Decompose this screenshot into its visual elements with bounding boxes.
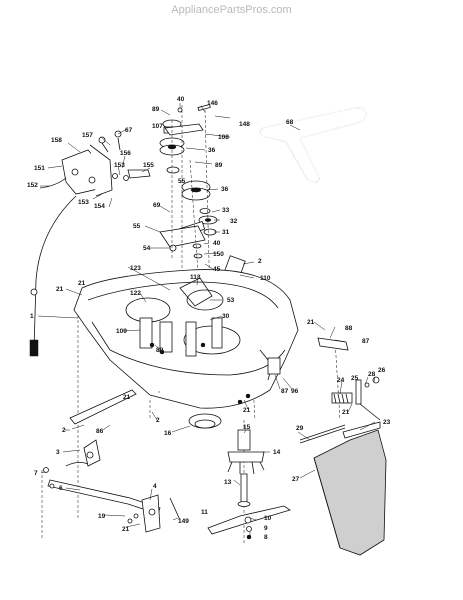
callout-55b: 55	[133, 223, 141, 230]
callout-21b: 21	[307, 319, 315, 326]
callout-30: 30	[222, 313, 230, 320]
right-bracket	[317, 337, 381, 421]
callout-21g: 21	[78, 280, 86, 287]
callout-2: 2	[258, 258, 262, 265]
callout-113: 113	[190, 274, 201, 281]
callout-123: 123	[130, 265, 141, 272]
callout-89: 89	[152, 106, 160, 113]
callout-33: 33	[222, 207, 230, 214]
callout-2c: 2	[156, 417, 160, 424]
callout-158: 158	[51, 137, 62, 144]
callout-26: 26	[378, 367, 386, 374]
callout-67: 67	[125, 127, 133, 134]
callout-28: 28	[368, 371, 376, 378]
callout-10: 10	[264, 515, 272, 522]
callout-148: 148	[239, 121, 250, 128]
callout-89c: 89	[156, 347, 164, 354]
callout-15: 15	[243, 424, 251, 431]
callout-69: 69	[153, 202, 161, 209]
spindle-blade	[188, 413, 291, 540]
callout-11: 11	[201, 509, 208, 516]
callout-153b: 153	[78, 199, 89, 206]
callout-54: 54	[143, 245, 151, 252]
callout-150: 150	[213, 251, 224, 258]
callout-45: 45	[213, 266, 221, 273]
leader-lines	[37, 103, 376, 537]
callout-21f: 21	[123, 394, 131, 401]
callout-151: 151	[34, 165, 45, 172]
callout-16: 16	[164, 430, 172, 437]
callout-87b: 87	[281, 388, 289, 395]
callout-31: 31	[222, 229, 230, 236]
callout-40b: 40	[213, 240, 221, 247]
callout-110: 110	[260, 275, 271, 282]
callout-152: 152	[27, 182, 38, 189]
idler-bracket	[29, 130, 151, 357]
callout-154: 154	[94, 203, 105, 210]
callout-13: 13	[224, 479, 232, 486]
callout-32: 32	[230, 218, 238, 225]
callout-21: 21	[56, 286, 64, 293]
callout-25: 25	[351, 375, 359, 382]
callout-23: 23	[383, 419, 391, 426]
callout-87: 87	[362, 338, 370, 345]
callout-96: 96	[291, 388, 299, 395]
callout-109: 109	[116, 328, 127, 335]
callout-86: 86	[96, 428, 104, 435]
callout-122: 122	[130, 290, 141, 297]
callout-24: 24	[337, 377, 345, 384]
callout-21e: 21	[122, 526, 130, 533]
callout-53: 53	[227, 297, 235, 304]
callout-156: 156	[120, 150, 131, 157]
callout-157: 157	[82, 132, 93, 139]
watermark: AppliancePartsPros.com	[171, 4, 292, 16]
callout-2b: 2	[62, 427, 66, 434]
callout-1: 1	[30, 313, 34, 320]
callout-55: 55	[178, 178, 186, 185]
pulley-stack	[159, 103, 246, 277]
callout-19: 19	[98, 513, 106, 520]
callout-107: 107	[152, 123, 163, 130]
callout-21c: 21	[342, 409, 350, 416]
callout-4: 4	[153, 483, 157, 490]
callout-68: 68	[286, 119, 294, 126]
callout-155: 155	[143, 162, 154, 169]
callout-27: 27	[292, 476, 300, 483]
callout-146: 146	[207, 100, 218, 107]
callout-36b: 36	[221, 186, 229, 193]
callout-40: 40	[177, 96, 185, 103]
callout-149: 149	[178, 518, 189, 525]
callout-3: 3	[56, 449, 60, 456]
callout-7: 7	[34, 470, 38, 477]
v-belt-68	[259, 107, 367, 183]
callout-153: 153	[114, 162, 125, 169]
callout-labels: 40 146 89 148 68 107 108 36 89 157 67 15…	[27, 96, 391, 541]
callout-108: 108	[218, 134, 229, 141]
callout-21d: 21	[243, 407, 251, 414]
callout-89b: 89	[215, 162, 223, 169]
callout-14: 14	[273, 449, 281, 456]
callout-36: 36	[208, 147, 216, 154]
callout-6: 6	[59, 485, 63, 492]
discharge-chute	[299, 421, 387, 556]
callout-29: 29	[296, 425, 304, 432]
callout-88: 88	[345, 325, 353, 332]
callout-8: 8	[264, 534, 268, 541]
callout-9: 9	[264, 525, 268, 532]
mower-deck	[73, 269, 299, 409]
lift-arms	[43, 389, 181, 533]
